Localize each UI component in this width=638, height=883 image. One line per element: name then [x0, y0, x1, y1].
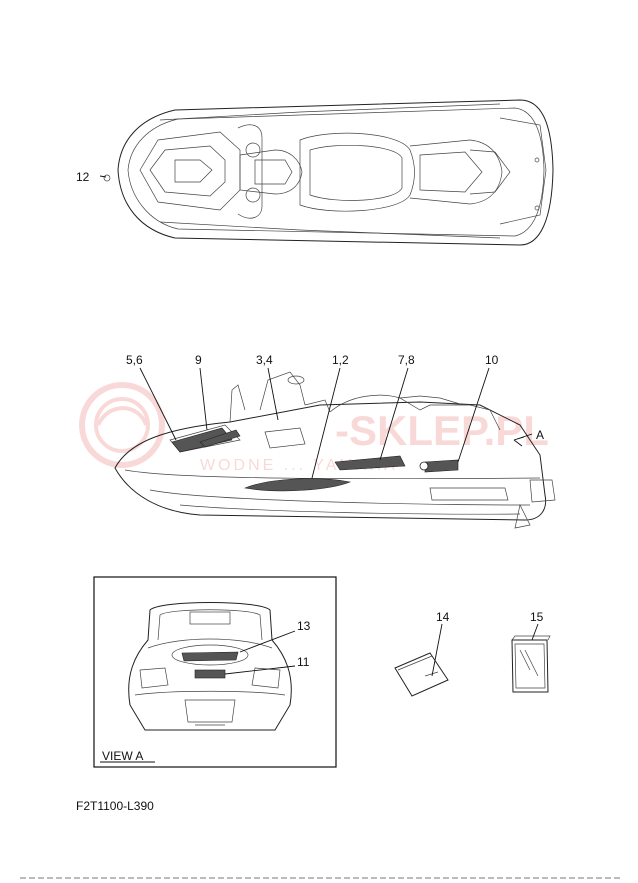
part-15-sheet	[511, 623, 551, 693]
callout-10: 10	[485, 353, 499, 367]
callout-11: 11	[297, 655, 310, 669]
watermark-brand: -SKLEP.PL	[335, 407, 549, 454]
callout-14: 14	[436, 610, 450, 624]
side-view-watercraft	[114, 367, 556, 529]
callout-9: 9	[195, 353, 202, 367]
callout-7-8: 7,8	[398, 353, 415, 367]
part-14-packet	[394, 623, 449, 697]
callout-13: 13	[297, 619, 311, 633]
view-a-label: VIEW A	[102, 749, 143, 763]
watermark-logo	[79, 382, 165, 468]
callout-12: 12	[76, 170, 90, 184]
callout-3-4: 3,4	[256, 353, 273, 367]
callout-A: A	[536, 428, 544, 442]
top-view-watercraft	[99, 99, 554, 246]
callout-1-2: 1,2	[332, 353, 349, 367]
view-a-frame	[93, 576, 337, 768]
callout-15: 15	[530, 610, 544, 624]
figure-code: F2T1100-L390	[76, 799, 154, 813]
callout-5-6: 5,6	[126, 353, 143, 367]
